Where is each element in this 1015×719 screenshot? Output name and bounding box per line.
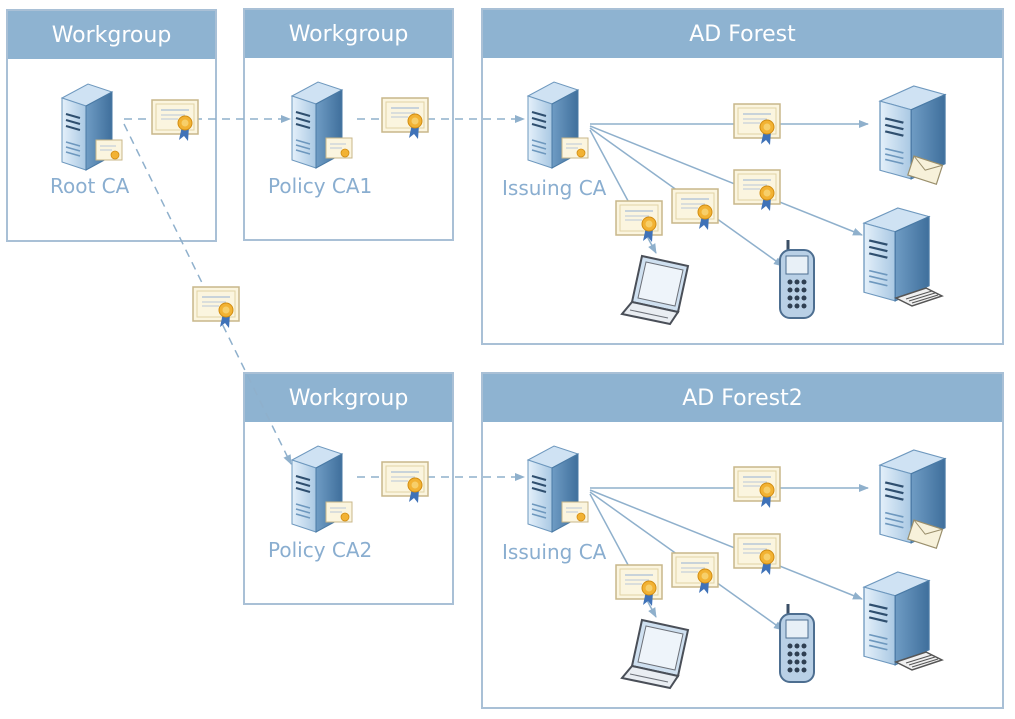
certificate-icon [733, 533, 781, 576]
certificate-icon [733, 169, 781, 212]
issuing-ca1-server-icon [527, 81, 589, 169]
laptop-icon [621, 255, 689, 325]
link-issuing2-to-print-server [589, 489, 863, 600]
issuing-ca1-label: Issuing CA [502, 176, 607, 200]
mobile-phone-icon [778, 238, 816, 320]
certificate-icon [192, 286, 240, 329]
certificate-icon [381, 97, 429, 140]
root-ca-label: Root CA [50, 174, 130, 198]
certificate-icon [381, 461, 429, 504]
certificate-icon [671, 552, 719, 595]
root-ca-server-icon [61, 83, 123, 171]
group-header-workgroup-policy2: Workgroup [245, 374, 452, 422]
group-header-workgroup-policy1: Workgroup [245, 10, 452, 58]
issuing-ca2-label: Issuing CA [502, 540, 607, 564]
group-header-ad-forest2: AD Forest2 [483, 374, 1002, 422]
laptop-icon-2 [621, 619, 689, 689]
certificate-icon [733, 103, 781, 146]
mobile-phone-icon-2 [778, 602, 816, 684]
group-header-workgroup-root: Workgroup [8, 11, 215, 59]
policy-ca2-server-icon [291, 445, 353, 533]
print-server-icon-2 [862, 570, 943, 671]
certificate-icon [733, 466, 781, 509]
policy-ca1-label: Policy CA1 [268, 174, 373, 198]
mail-server-icon-2 [878, 448, 947, 549]
group-header-ad-forest: AD Forest [483, 10, 1002, 58]
certificate-icon [615, 564, 663, 607]
certificate-icon [151, 99, 199, 142]
policy-ca2-label: Policy CA2 [268, 538, 373, 562]
link-issuing1-to-print-server [589, 125, 863, 236]
policy-ca1-server-icon [291, 81, 353, 169]
certificate-icon [671, 188, 719, 231]
print-server-icon [862, 206, 943, 307]
issuing-ca2-server-icon [527, 445, 589, 533]
certificate-icon [615, 200, 663, 243]
mail-server-icon [878, 84, 947, 185]
